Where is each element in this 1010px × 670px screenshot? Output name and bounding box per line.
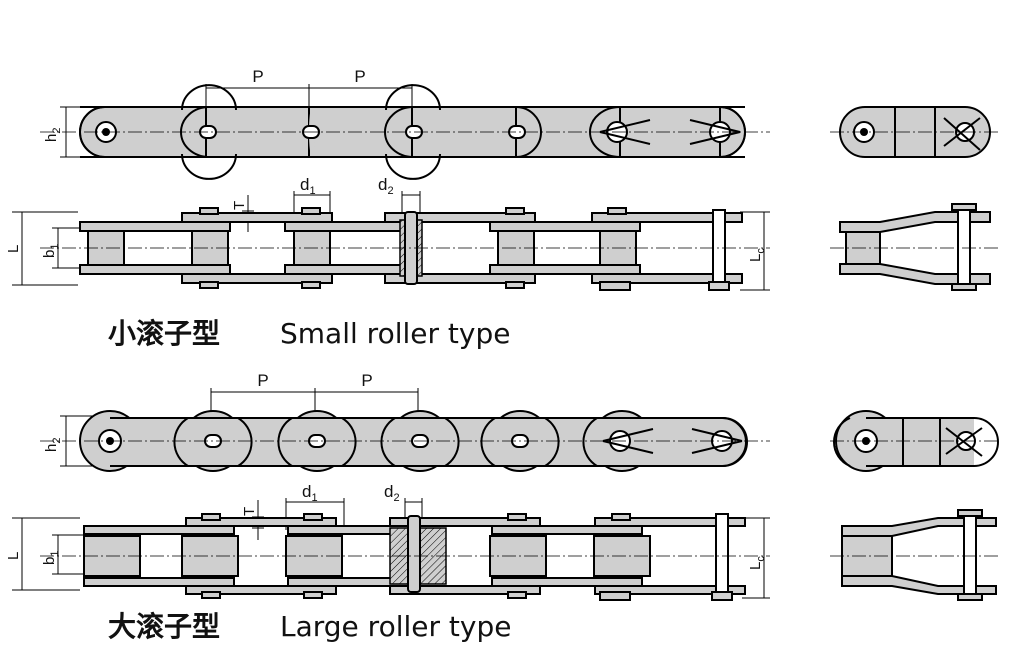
t-label: T: [241, 507, 258, 516]
h2-label: h2: [43, 128, 63, 142]
h2-label: h2: [43, 438, 63, 452]
title-en: Small roller type: [280, 317, 510, 350]
large-roller-title: 大滚子型 Large roller type: [108, 610, 511, 643]
small-roller-side-view: d1 d2 T L b1 Lc: [5, 175, 770, 291]
small-roller-end-view: [830, 106, 1000, 291]
small-roller-title: 小滚子型 Small roller type: [108, 317, 510, 350]
d1-label: d1: [302, 482, 318, 504]
d2-label: d2: [378, 175, 394, 197]
large-roller-side-view: d1 d2 T L b1 Lc: [5, 482, 770, 601]
l-label: L: [5, 245, 22, 253]
pitch-label: P: [361, 371, 372, 390]
t-label: T: [231, 201, 248, 210]
title-en: Large roller type: [280, 610, 511, 643]
title-cn: 小滚子型: [108, 317, 220, 350]
pitch-label: P: [354, 67, 365, 86]
b1-label: b1: [41, 551, 61, 565]
d2-label: d2: [384, 482, 400, 504]
pitch-label: P: [252, 67, 263, 86]
large-roller-top-view: P P h2: [40, 371, 770, 472]
small-roller-top-view: P P h2: [40, 67, 770, 180]
lc-label: Lc: [747, 248, 767, 262]
l-label: L: [5, 552, 22, 560]
b1-label: b1: [41, 244, 61, 258]
lc-label: Lc: [747, 556, 767, 570]
pitch-label: P: [257, 371, 268, 390]
d1-label: d1: [300, 175, 316, 197]
title-cn: 大滚子型: [108, 610, 220, 643]
large-roller-end-view: [830, 410, 1000, 601]
